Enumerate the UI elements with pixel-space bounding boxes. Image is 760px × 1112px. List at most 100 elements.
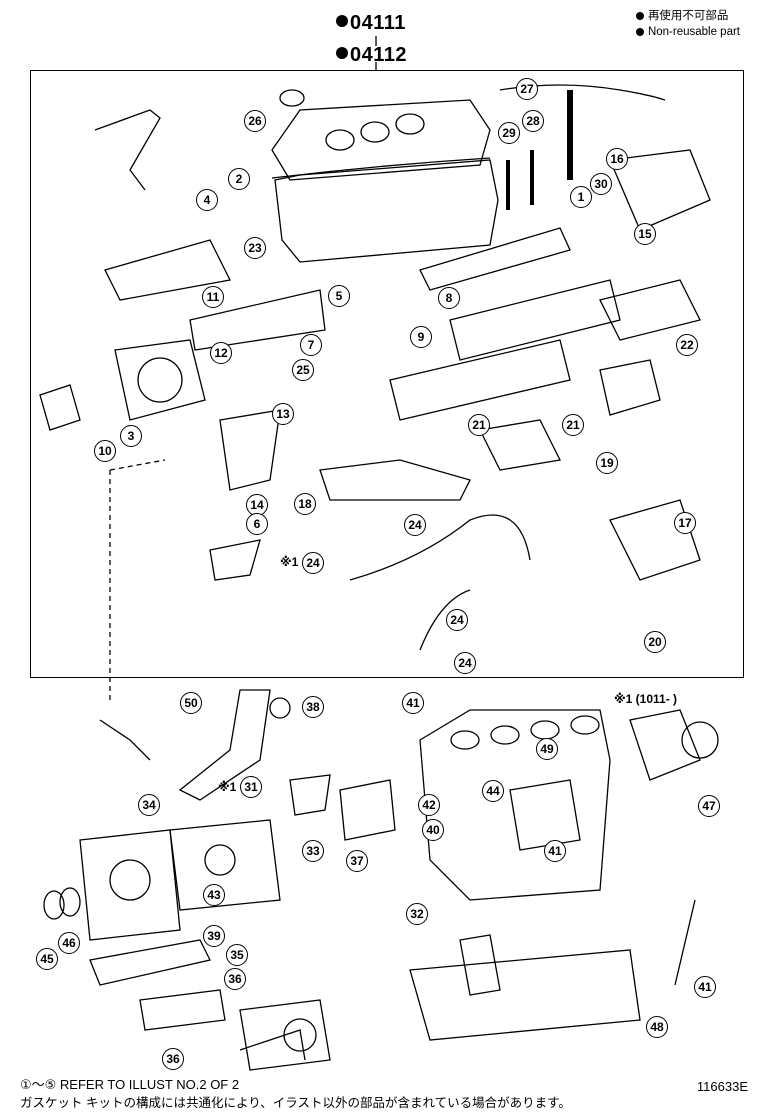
callout-49: 49 bbox=[536, 738, 558, 760]
callout-6: 6 bbox=[246, 513, 268, 535]
callout-23: 23 bbox=[244, 237, 266, 259]
callout-24-b: 24 bbox=[302, 552, 324, 574]
kit-number-outer: 04111 bbox=[336, 12, 406, 35]
water-pump bbox=[239, 999, 331, 1071]
callout-29: 29 bbox=[498, 122, 520, 144]
callout-47: 47 bbox=[698, 795, 720, 817]
callout-50: 50 bbox=[180, 692, 202, 714]
footer-jp-note: ガスケット キットの構成には共通化により、イラスト以外の部品が含まれている場合が… bbox=[20, 1096, 571, 1110]
egr-cooler bbox=[389, 339, 571, 421]
callout-42: 42 bbox=[418, 794, 440, 816]
callout-11: 11 bbox=[202, 286, 224, 308]
non-reusable-dot-icon bbox=[635, 12, 644, 20]
callout-26: 26 bbox=[244, 110, 266, 132]
oil-seal bbox=[59, 887, 81, 917]
callout-41-c: 41 bbox=[694, 976, 716, 998]
water-inlet-housing-gasket bbox=[339, 779, 396, 841]
callout-46: 46 bbox=[58, 932, 80, 954]
cylinder-block bbox=[419, 709, 611, 901]
callout-1: 1 bbox=[570, 186, 592, 208]
callout-12: 12 bbox=[210, 342, 232, 364]
callout-27: 27 bbox=[516, 78, 538, 100]
dipstick-tube bbox=[209, 539, 261, 581]
egr-cooler-bracket bbox=[609, 499, 701, 581]
callout-36-b: 36 bbox=[162, 1048, 184, 1070]
rear-oil-seal bbox=[681, 721, 719, 759]
oil-cooler bbox=[139, 989, 226, 1031]
cylinder-bore bbox=[530, 720, 560, 740]
serial-star-label-2: ※1 bbox=[218, 780, 237, 794]
cover-plug-hole bbox=[360, 121, 390, 143]
callout-22: 22 bbox=[676, 334, 698, 356]
dipstick bbox=[674, 899, 696, 986]
callout-9: 9 bbox=[410, 326, 432, 348]
oil-pan bbox=[409, 949, 641, 1041]
water-outlet bbox=[609, 149, 711, 231]
timing-gear-opening bbox=[109, 859, 151, 901]
callout-15: 15 bbox=[634, 223, 656, 245]
legend-row-jp: 再使用不可部品 bbox=[635, 8, 740, 24]
cylinder-bore bbox=[570, 715, 600, 735]
timing-gear-opening bbox=[204, 844, 236, 876]
egr-valve bbox=[479, 419, 561, 471]
drawing-number: 116633E bbox=[696, 1079, 748, 1094]
exhaust-manifold bbox=[104, 239, 231, 301]
intake-manifold bbox=[449, 279, 621, 361]
callout-24-a: 24 bbox=[404, 514, 426, 536]
callout-44: 44 bbox=[482, 780, 504, 802]
legend-jp-text: 再使用不可部品 bbox=[647, 10, 729, 22]
timing-cover bbox=[79, 829, 181, 941]
callout-41-a: 41 bbox=[402, 692, 424, 714]
non-reusable-dot-icon bbox=[336, 47, 348, 59]
water-inlet-pipe bbox=[178, 689, 271, 801]
callout-21b: 21 bbox=[562, 414, 584, 436]
callout-5: 5 bbox=[328, 285, 350, 307]
callout-21: 21 bbox=[468, 414, 490, 436]
callout-38: 38 bbox=[302, 696, 324, 718]
legend: 再使用不可部品 Non-reusable part bbox=[635, 8, 740, 40]
water-pump-pulley-hub bbox=[283, 1018, 317, 1052]
callout-39: 39 bbox=[203, 925, 225, 947]
oil-filler-cap bbox=[279, 89, 305, 107]
egr-pipe bbox=[319, 459, 471, 501]
non-reusable-dot-icon bbox=[336, 15, 348, 27]
oil-seal bbox=[43, 890, 65, 920]
legend-row-en: Non-reusable part bbox=[635, 24, 740, 40]
oil-pipe bbox=[94, 109, 161, 191]
throttle-body bbox=[599, 279, 701, 341]
exhaust-pipe bbox=[219, 409, 281, 491]
callout-18: 18 bbox=[294, 493, 316, 515]
callout-17: 17 bbox=[674, 512, 696, 534]
kit-number-inner-text: 04112 bbox=[350, 44, 408, 66]
callout-43: 43 bbox=[203, 884, 225, 906]
callout-33: 33 bbox=[302, 840, 324, 862]
kit-number-outer-text: 04111 bbox=[350, 12, 406, 34]
callout-24-c: 24 bbox=[446, 609, 468, 631]
callout-40: 40 bbox=[422, 819, 444, 841]
callout-31: 31 bbox=[240, 776, 262, 798]
oil-pressure-line bbox=[99, 719, 151, 761]
callout-10: 10 bbox=[94, 440, 116, 462]
turbo-inlet bbox=[39, 384, 81, 431]
callout-28: 28 bbox=[522, 110, 544, 132]
rear-oil-seal-retainer bbox=[629, 709, 701, 781]
callout-34: 34 bbox=[138, 794, 160, 816]
callout-16: 16 bbox=[606, 148, 628, 170]
callout-35: 35 bbox=[226, 944, 248, 966]
callout-24-d: 24 bbox=[454, 652, 476, 674]
thermostat-gasket bbox=[289, 774, 331, 816]
crank-pulley-bracket bbox=[239, 1029, 306, 1061]
air-pipe bbox=[599, 359, 661, 416]
wire-harness bbox=[349, 514, 531, 581]
callout-4: 4 bbox=[196, 189, 218, 211]
injection-pump bbox=[509, 779, 581, 851]
callout-30: 30 bbox=[590, 173, 612, 195]
cover-plug-hole bbox=[395, 113, 425, 135]
cylinder-bore bbox=[450, 730, 480, 750]
callout-3: 3 bbox=[120, 425, 142, 447]
intake-gasket bbox=[419, 227, 571, 291]
kit-number-inner: 04112 bbox=[336, 44, 407, 67]
o-ring bbox=[269, 697, 291, 719]
callout-2: 2 bbox=[228, 168, 250, 190]
